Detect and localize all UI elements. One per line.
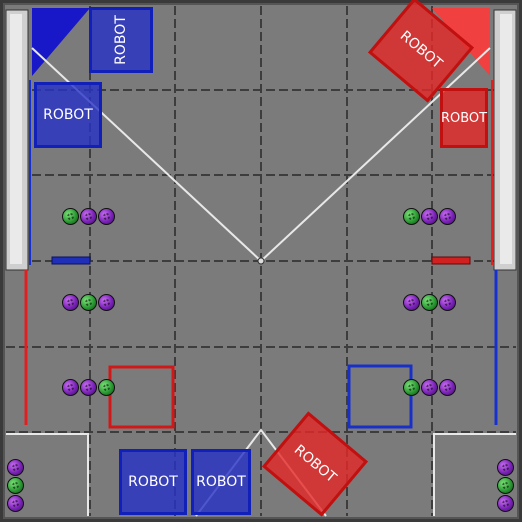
robot-label: ROBOT <box>128 474 178 490</box>
green-artifact[interactable] <box>62 208 79 225</box>
purple-artifact[interactable] <box>80 379 97 396</box>
purple-artifact[interactable] <box>7 459 24 476</box>
green-artifact[interactable] <box>403 379 420 396</box>
purple-artifact[interactable] <box>80 208 97 225</box>
green-artifact[interactable] <box>497 477 514 494</box>
robot-label: ROBOT <box>113 15 129 65</box>
purple-artifact[interactable] <box>403 294 420 311</box>
purple-artifact[interactable] <box>421 208 438 225</box>
purple-artifact[interactable] <box>421 379 438 396</box>
purple-artifact[interactable] <box>7 495 24 512</box>
purple-artifact[interactable] <box>98 208 115 225</box>
robot-label: ROBOT <box>396 27 446 73</box>
green-artifact[interactable] <box>98 379 115 396</box>
purple-artifact[interactable] <box>439 379 456 396</box>
purple-artifact[interactable] <box>439 294 456 311</box>
green-artifact[interactable] <box>7 477 24 494</box>
purple-artifact[interactable] <box>497 495 514 512</box>
robot-blue-top[interactable]: ROBOT <box>89 7 153 73</box>
robot-label: ROBOT <box>440 110 488 126</box>
robot-blue-left[interactable]: ROBOT <box>34 82 102 148</box>
robot-blue-bottom-2[interactable]: ROBOT <box>191 449 251 515</box>
purple-artifact[interactable] <box>98 294 115 311</box>
robot-blue-bottom-1[interactable]: ROBOT <box>119 449 187 515</box>
purple-artifact[interactable] <box>439 208 456 225</box>
purple-artifact[interactable] <box>62 294 79 311</box>
robot-label: ROBOT <box>290 441 340 487</box>
green-artifact[interactable] <box>421 294 438 311</box>
purple-artifact[interactable] <box>497 459 514 476</box>
robot-label: ROBOT <box>43 107 93 123</box>
green-artifact[interactable] <box>80 294 97 311</box>
robot-red-right[interactable]: ROBOT <box>440 88 488 148</box>
robot-label: ROBOT <box>196 474 246 490</box>
purple-artifact[interactable] <box>62 379 79 396</box>
green-artifact[interactable] <box>403 208 420 225</box>
